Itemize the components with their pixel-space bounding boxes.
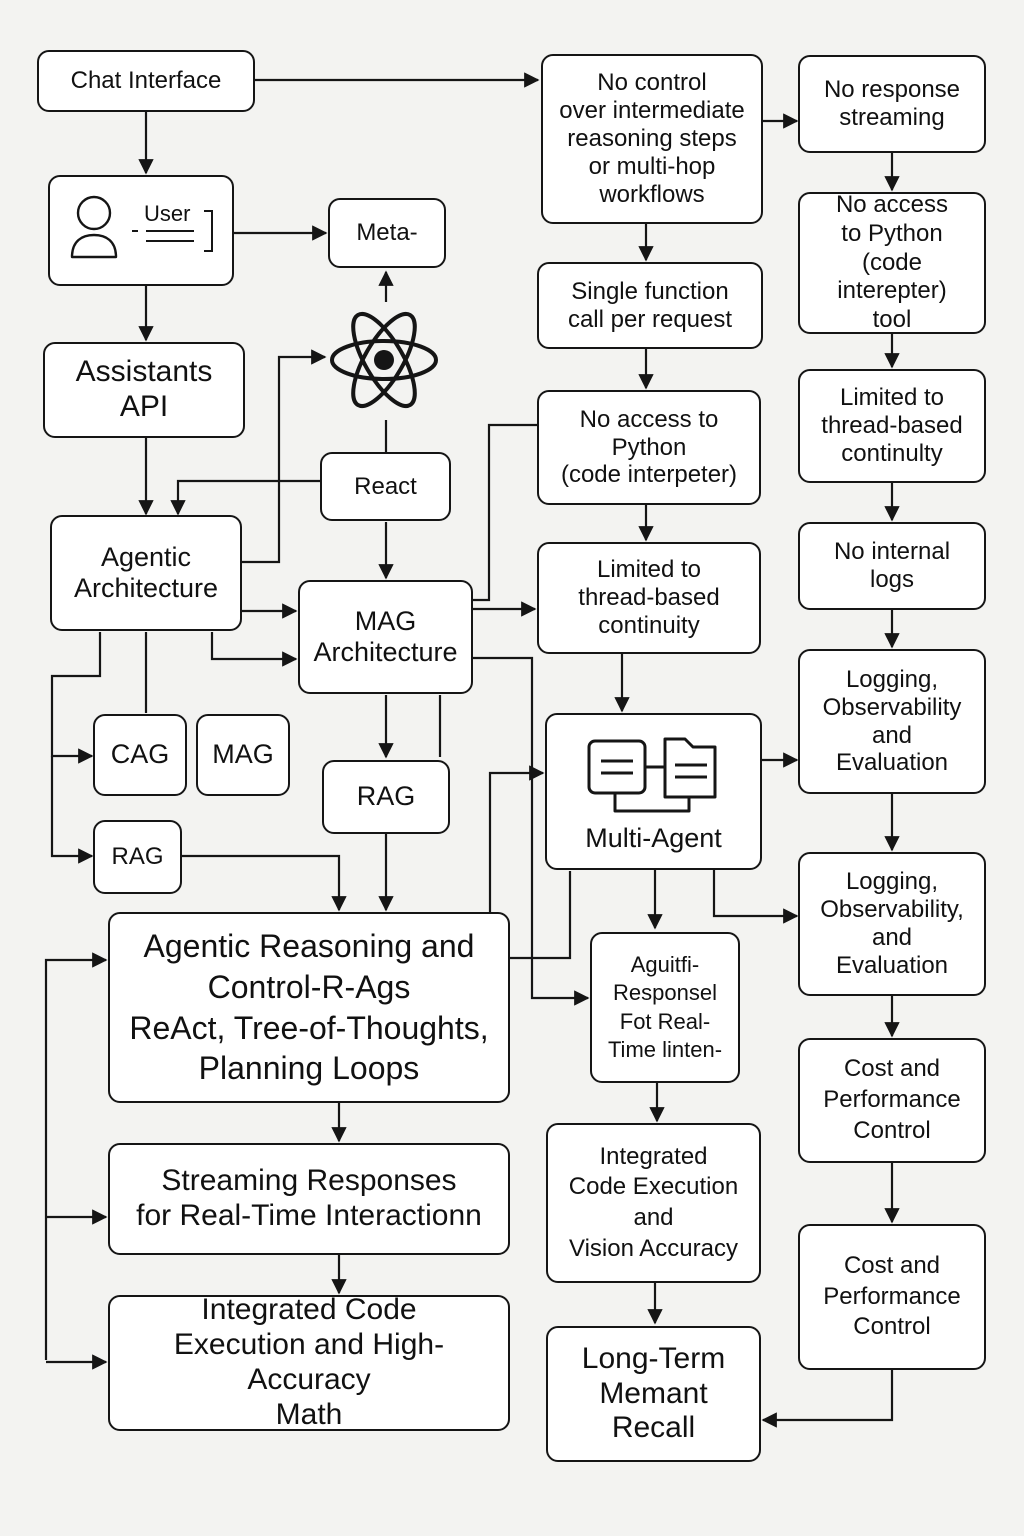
user-node: User bbox=[48, 175, 234, 286]
integrated-code-math-node: Integrated Code Execution and High-Accur… bbox=[108, 1293, 510, 1431]
person-icon bbox=[70, 195, 118, 259]
single-function-node: Single function call per request bbox=[537, 262, 763, 349]
edge-mag-to-noaccess-mid bbox=[473, 423, 537, 602]
edge-agentic-to-mag-lower bbox=[210, 632, 298, 667]
agentic-architecture-node: Agentic Architecture bbox=[50, 515, 242, 631]
documents-icon bbox=[587, 737, 717, 813]
user-lines-icon bbox=[132, 210, 213, 252]
cost-performance-1-node: Cost and Performance Control bbox=[798, 1038, 986, 1163]
chat-interface-node: Chat Interface bbox=[37, 50, 255, 112]
mag-architecture-node: MAG Architecture bbox=[298, 580, 473, 694]
meta-node: Meta- bbox=[328, 198, 446, 268]
aguitfi-response-node: Aguitfi- Responsel Fot Real- Time linten… bbox=[590, 932, 740, 1083]
limited-thread-right-node: Limited to thread-based continulty bbox=[798, 369, 986, 483]
edge-agentic-to-rag-left bbox=[50, 756, 94, 864]
edge-multi-to-logging2 bbox=[712, 870, 799, 924]
user-label: User bbox=[144, 201, 191, 226]
edge-reasoning-to-multi bbox=[488, 765, 545, 912]
multi-agent-label: Multi-Agent bbox=[585, 823, 722, 853]
no-response-streaming-node: No response streaming bbox=[798, 55, 986, 153]
no-internal-logs-node: No internal logs bbox=[798, 522, 986, 610]
agentic-reasoning-node: Agentic Reasoning and Control-R-Ags ReAc… bbox=[108, 912, 510, 1103]
limited-thread-mid-node: Limited to thread-based continuity bbox=[537, 542, 761, 654]
long-term-recall-node: Long-Term Memant Recall bbox=[546, 1326, 761, 1462]
atom-icon bbox=[330, 311, 438, 409]
edge-cost2-to-longterm bbox=[761, 1370, 894, 1428]
no-access-python-right-node: No access to Python (code interepter) to… bbox=[798, 191, 986, 334]
multi-agent-node: Multi-Agent bbox=[545, 713, 762, 870]
streaming-responses-node: Streaming Responses for Real-Time Intera… bbox=[108, 1143, 510, 1255]
edge-reasoning-to-multi-bottom bbox=[510, 871, 572, 960]
logging-observability-1-node: Logging, Observability and Evaluation bbox=[798, 649, 986, 794]
mag-node: MAG bbox=[196, 714, 290, 796]
edge-left-rail-reasoning bbox=[44, 952, 108, 1360]
logging-observability-2-node: Logging, Observability, and Evaluation bbox=[798, 852, 986, 996]
react-node: React bbox=[320, 452, 451, 521]
cost-performance-2-node: Cost and Performance Control bbox=[798, 1224, 986, 1370]
rag-left-node: RAG bbox=[93, 820, 182, 894]
edge-agentic-to-atom bbox=[242, 349, 327, 564]
integrated-vision-node: Integrated Code Execution and Vision Acc… bbox=[546, 1123, 761, 1283]
assistants-api-node: Assistants API bbox=[43, 342, 245, 438]
edge-react-to-agentic bbox=[170, 479, 320, 516]
cag-node: CAG bbox=[93, 714, 187, 796]
edge-ragleft-to-reasoning bbox=[182, 854, 347, 912]
no-control-node: No control over intermediate reasoning s… bbox=[541, 54, 763, 224]
rag-center-node: RAG bbox=[322, 760, 450, 834]
no-access-python-mid-node: No access to Python (code interpeter) bbox=[537, 390, 761, 505]
